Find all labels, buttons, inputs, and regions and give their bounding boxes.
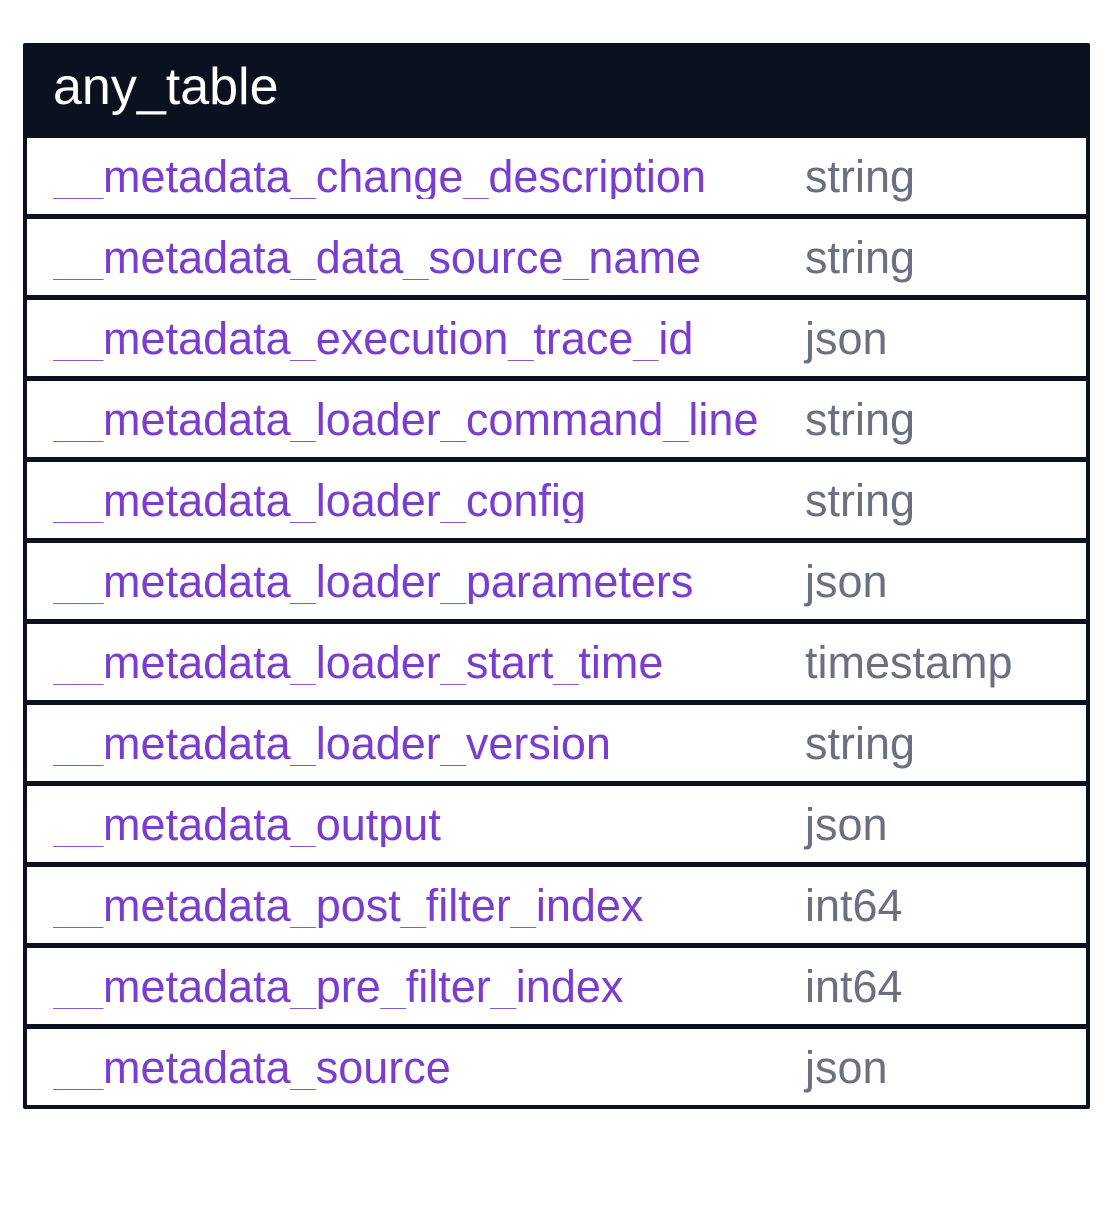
column-name: __metadata_pre_filter_index (53, 963, 624, 1009)
table-row: __metadata_execution_trace_id json (27, 295, 1086, 376)
column-type: json (805, 798, 888, 850)
column-type: json (805, 312, 888, 364)
table-row: __metadata_loader_version string (27, 700, 1086, 781)
table-row: __metadata_source json (27, 1024, 1086, 1105)
table-rows: __metadata_change_description string __m… (27, 133, 1086, 1105)
column-name: __metadata_output (53, 801, 441, 847)
table-row: __metadata_loader_start_time timestamp (27, 619, 1086, 700)
column-type: string (805, 474, 916, 526)
column-name: __metadata_loader_version (53, 720, 611, 766)
column-type: string (805, 150, 916, 202)
table-row: __metadata_data_source_name string (27, 214, 1086, 295)
table-row: __metadata_post_filter_index int64 (27, 862, 1086, 943)
schema-table: any_table __metadata_change_description … (23, 43, 1090, 1109)
table-row: __metadata_loader_command_line string (27, 376, 1086, 457)
column-name: __metadata_change_description (53, 153, 706, 199)
column-name: __metadata_loader_command_line (53, 396, 759, 442)
column-type: string (805, 717, 916, 769)
column-name: __metadata_execution_trace_id (53, 315, 694, 361)
column-name: __metadata_source (53, 1044, 451, 1090)
table-title: any_table (53, 58, 279, 116)
column-type: int64 (805, 879, 903, 931)
table-row: __metadata_change_description string (27, 133, 1086, 214)
column-name: __metadata_loader_config (53, 477, 586, 523)
column-type: json (805, 1041, 888, 1093)
table-header: any_table (27, 47, 1086, 133)
column-name: __metadata_post_filter_index (53, 882, 644, 928)
column-name: __metadata_loader_start_time (53, 639, 664, 685)
column-type: json (805, 555, 888, 607)
table-row: __metadata_loader_parameters json (27, 538, 1086, 619)
table-row: __metadata_output json (27, 781, 1086, 862)
column-type: string (805, 231, 916, 283)
column-name: __metadata_loader_parameters (53, 558, 694, 604)
table-row: __metadata_pre_filter_index int64 (27, 943, 1086, 1024)
column-type: string (805, 393, 916, 445)
column-type: timestamp (805, 636, 1013, 688)
column-name: __metadata_data_source_name (53, 234, 701, 280)
table-row: __metadata_loader_config string (27, 457, 1086, 538)
column-type: int64 (805, 960, 903, 1012)
